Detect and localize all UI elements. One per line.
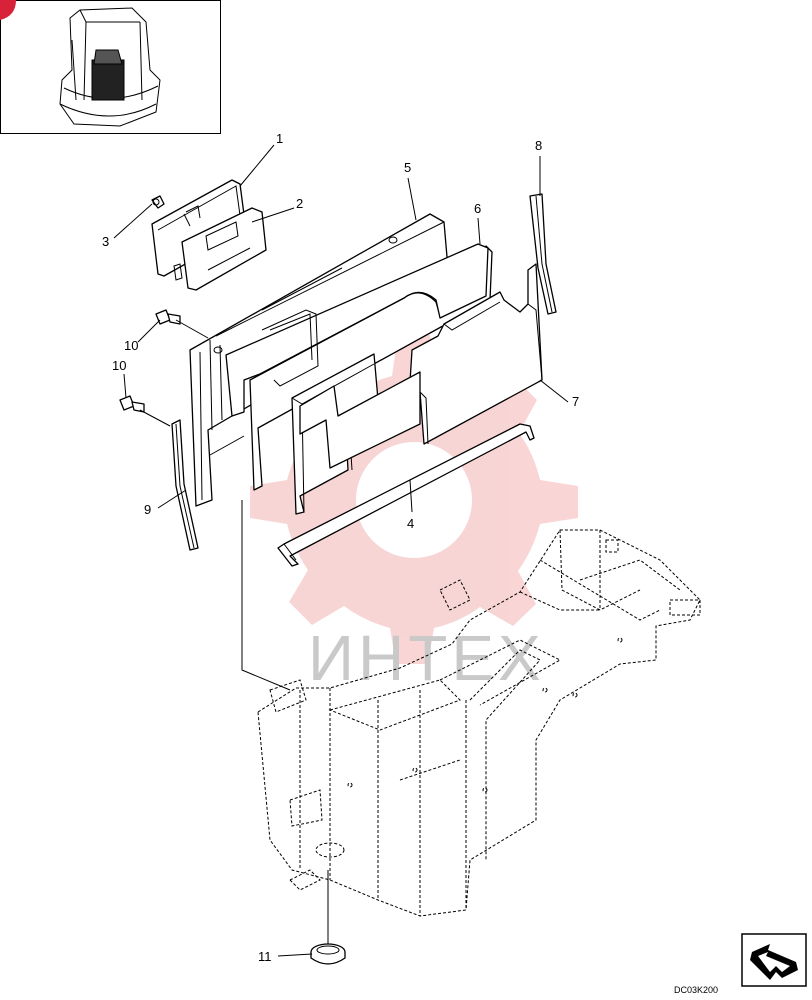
callout-7: 7: [572, 394, 579, 409]
corner-badge: [0, 0, 16, 20]
part-4-rod: [277, 423, 535, 567]
callout-5: 5: [404, 160, 411, 175]
callout-10-upper: 10: [124, 338, 138, 353]
callout-4: 4: [407, 516, 414, 531]
callout-6: 6: [474, 201, 481, 216]
part-9-seal: [171, 419, 199, 551]
drawing-code: DC03K200: [674, 985, 718, 995]
part-8-seal: [529, 193, 557, 315]
callout-1: 1: [276, 131, 283, 146]
part-11-plug: [310, 943, 346, 965]
callout-2: 2: [296, 196, 303, 211]
part-3-clip: [151, 195, 165, 209]
callout-9: 9: [144, 502, 151, 517]
inset-thumbnail: [0, 0, 221, 134]
part-7-panel: [291, 263, 543, 515]
part-10-bolt-lower: [119, 395, 145, 413]
callout-10-lower: 10: [112, 358, 126, 373]
part-2-plate: [173, 207, 267, 291]
leader-lines: [113, 144, 569, 957]
callout-11: 11: [258, 949, 272, 964]
callout-3: 3: [102, 234, 109, 249]
leader-frame: [241, 500, 291, 691]
watermark-text: ИНТЕХ: [308, 622, 545, 694]
part-10-bolt-upper: [155, 309, 181, 325]
callout-8: 8: [535, 138, 542, 153]
frame-outline: [257, 529, 701, 917]
arrow-icon[interactable]: [741, 933, 807, 987]
